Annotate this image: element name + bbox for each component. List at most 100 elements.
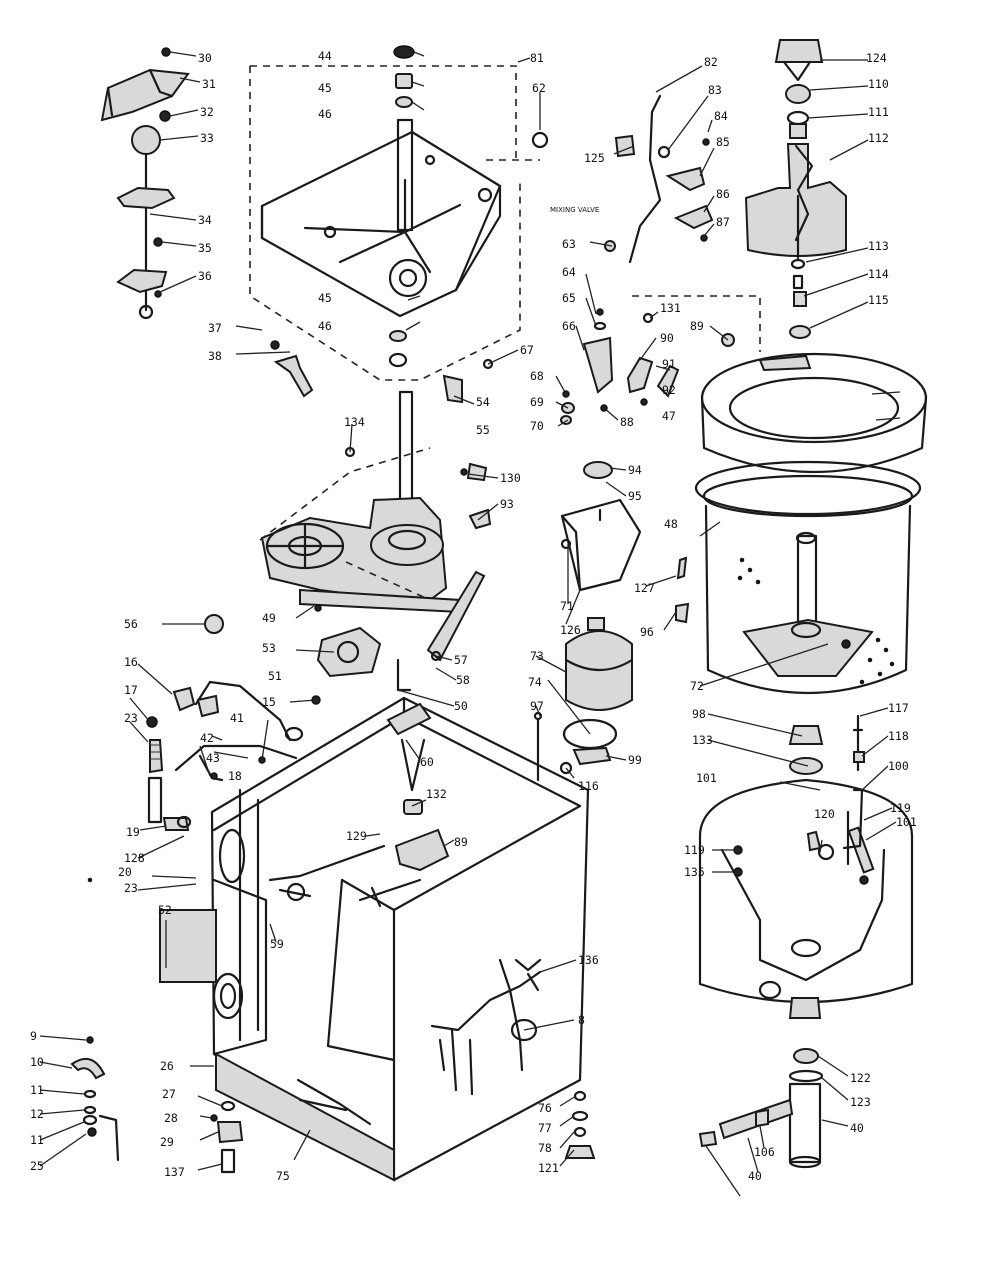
callout-label: 9 bbox=[30, 1029, 37, 1043]
callout-label: 78 bbox=[538, 1141, 552, 1155]
callout-label: 86 bbox=[716, 187, 730, 201]
callout-label: 120 bbox=[814, 807, 835, 821]
callout-label: 33 bbox=[200, 131, 214, 145]
callout-label: 118 bbox=[888, 729, 909, 743]
callout-label: 134 bbox=[344, 415, 365, 429]
callout-label: 110 bbox=[868, 77, 889, 91]
callout-label: 119 bbox=[684, 843, 705, 857]
callout-label: 84 bbox=[714, 109, 728, 123]
callout-label: 46 bbox=[318, 107, 332, 121]
callout-label: 113 bbox=[868, 239, 889, 253]
callout-label: 55 bbox=[476, 423, 490, 437]
callout-label: 100 bbox=[888, 759, 909, 773]
callout-label: 48 bbox=[664, 517, 678, 531]
callout-label: 96 bbox=[640, 625, 654, 639]
leveling-feet bbox=[70, 1036, 596, 1174]
callout-label: 132 bbox=[426, 787, 447, 801]
transmission-assembly bbox=[204, 390, 486, 705]
callout-label: 46 bbox=[318, 319, 332, 333]
callout-label: 35 bbox=[198, 241, 212, 255]
callout-label: 90 bbox=[660, 331, 674, 345]
callout-label: 19 bbox=[126, 825, 140, 839]
callout-label: 116 bbox=[578, 779, 599, 793]
callout-label: 71 bbox=[560, 599, 574, 613]
mixing-valve-note: MIXING VALVE bbox=[550, 206, 599, 214]
callout-label: 44 bbox=[318, 49, 332, 63]
tub-perforation-dots bbox=[737, 557, 895, 685]
cabinet bbox=[159, 696, 590, 1182]
callout-label: 60 bbox=[420, 755, 434, 769]
callout-label: 137 bbox=[164, 1165, 185, 1179]
callout-label: 52 bbox=[158, 903, 172, 917]
callout-label: 111 bbox=[868, 105, 889, 119]
callout-label: 18 bbox=[228, 769, 242, 783]
callout-label: 135 bbox=[684, 865, 705, 879]
callout-label: 112 bbox=[868, 131, 889, 145]
callout-label: 62 bbox=[532, 81, 546, 95]
callout-label: 29 bbox=[160, 1135, 174, 1149]
callout-label: 126 bbox=[560, 623, 581, 637]
callout-label: 72 bbox=[690, 679, 704, 693]
callout-label: 88 bbox=[620, 415, 634, 429]
stray-mark bbox=[87, 877, 93, 883]
callout-label: 70 bbox=[530, 419, 544, 433]
callout-label: 28 bbox=[164, 1111, 178, 1125]
callout-label: 58 bbox=[456, 673, 470, 687]
callout-label: 128 bbox=[124, 851, 145, 865]
callout-label: 63 bbox=[562, 237, 576, 251]
callout-label: 82 bbox=[704, 55, 718, 69]
agitator-and-tubs bbox=[632, 39, 928, 1169]
callout-label: 136 bbox=[578, 953, 599, 967]
callout-label: 57 bbox=[454, 653, 468, 667]
callout-label: 45 bbox=[318, 291, 332, 305]
callout-label: 77 bbox=[538, 1121, 552, 1135]
callout-label: 40 bbox=[748, 1169, 762, 1183]
callout-label: 27 bbox=[162, 1087, 176, 1101]
callout-label: 91 bbox=[662, 357, 676, 371]
callout-label: 17 bbox=[124, 683, 138, 697]
callout-label: 64 bbox=[562, 265, 576, 279]
callout-label: 36 bbox=[198, 269, 212, 283]
callout-label: 98 bbox=[692, 707, 706, 721]
callout-label: 127 bbox=[634, 581, 655, 595]
callout-label: 56 bbox=[124, 617, 138, 631]
callout-label: 131 bbox=[660, 301, 681, 315]
callout-label: 20 bbox=[118, 865, 132, 879]
callout-label: 11 bbox=[30, 1133, 44, 1147]
callout-label: 41 bbox=[230, 711, 244, 725]
callout-label: 66 bbox=[562, 319, 576, 333]
callout-label: 122 bbox=[850, 1071, 871, 1085]
callout-label: 101 bbox=[896, 815, 917, 829]
callout-label: 51 bbox=[268, 669, 282, 683]
callout-label: 54 bbox=[476, 395, 490, 409]
callout-label: 99 bbox=[628, 753, 642, 767]
callout-label: 94 bbox=[628, 463, 642, 477]
callout-label: 81 bbox=[530, 51, 544, 65]
callout-label: 40 bbox=[850, 1121, 864, 1135]
callout-label: 92 bbox=[662, 383, 676, 397]
callout-label: 97 bbox=[530, 699, 544, 713]
callout-label: 65 bbox=[562, 291, 576, 305]
callout-label: 75 bbox=[276, 1169, 290, 1183]
callout-label: 89 bbox=[690, 319, 704, 333]
callout-label: 74 bbox=[528, 675, 542, 689]
callout-label: 67 bbox=[520, 343, 534, 357]
callout-label: 50 bbox=[454, 699, 468, 713]
callout-leaders bbox=[39, 51, 901, 1197]
callout-label: 121 bbox=[538, 1161, 559, 1175]
callout-label: 10 bbox=[30, 1055, 44, 1069]
callout-labels: 30 31 32 33 34 35 36 37 38 44 45 46 45 4… bbox=[30, 49, 917, 1183]
callout-label: 45 bbox=[318, 81, 332, 95]
callout-label: 85 bbox=[716, 135, 730, 149]
callout-label: 73 bbox=[530, 649, 544, 663]
callout-label: 68 bbox=[530, 369, 544, 383]
callout-label: 37 bbox=[208, 321, 222, 335]
callout-label: 16 bbox=[124, 655, 138, 669]
callout-label: 47 bbox=[662, 409, 676, 423]
callout-label: 124 bbox=[866, 51, 887, 65]
callout-label: 12 bbox=[30, 1107, 44, 1121]
callout-label: 115 bbox=[868, 293, 889, 307]
wiring-harness bbox=[296, 958, 542, 1126]
callout-label: 38 bbox=[208, 349, 222, 363]
callout-label: 87 bbox=[716, 215, 730, 229]
